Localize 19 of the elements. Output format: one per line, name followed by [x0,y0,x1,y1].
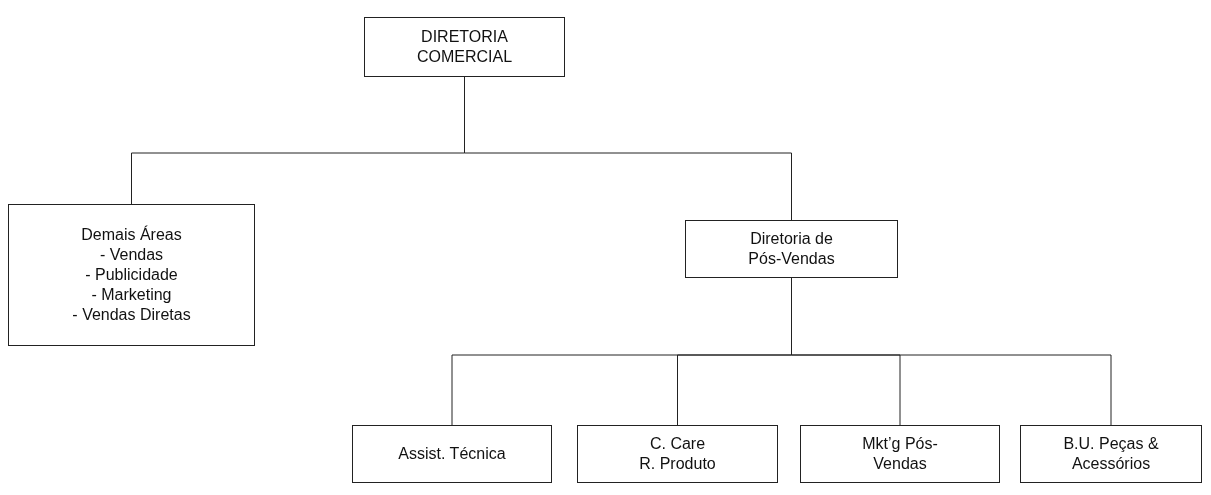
org-box [364,17,565,77]
box-label: B.U. Peças & Acessórios [1062,434,1160,474]
box-label: Assist. Técnica [398,444,506,464]
org-box [800,425,1000,483]
box-label: - Vendas Diretas [72,305,191,325]
box-label: Mkt’g Pós-Vendas [861,434,939,474]
org-box [577,425,778,483]
org-box [8,204,255,346]
box-label: DIRETORIA COMERCIAL [415,27,514,67]
org-box [685,220,898,278]
box-label: Diretoria de Pós-Vendas [747,229,836,269]
org-box [352,425,552,483]
box-label: - Vendas [99,245,164,265]
box-label: - Publicidade [85,265,178,285]
org-box [1020,425,1202,483]
box-label: - Marketing [91,285,172,305]
box-label: C. Care [649,434,706,454]
box-label: R. Produto [639,454,716,474]
box-label: Demais Áreas [81,225,182,245]
